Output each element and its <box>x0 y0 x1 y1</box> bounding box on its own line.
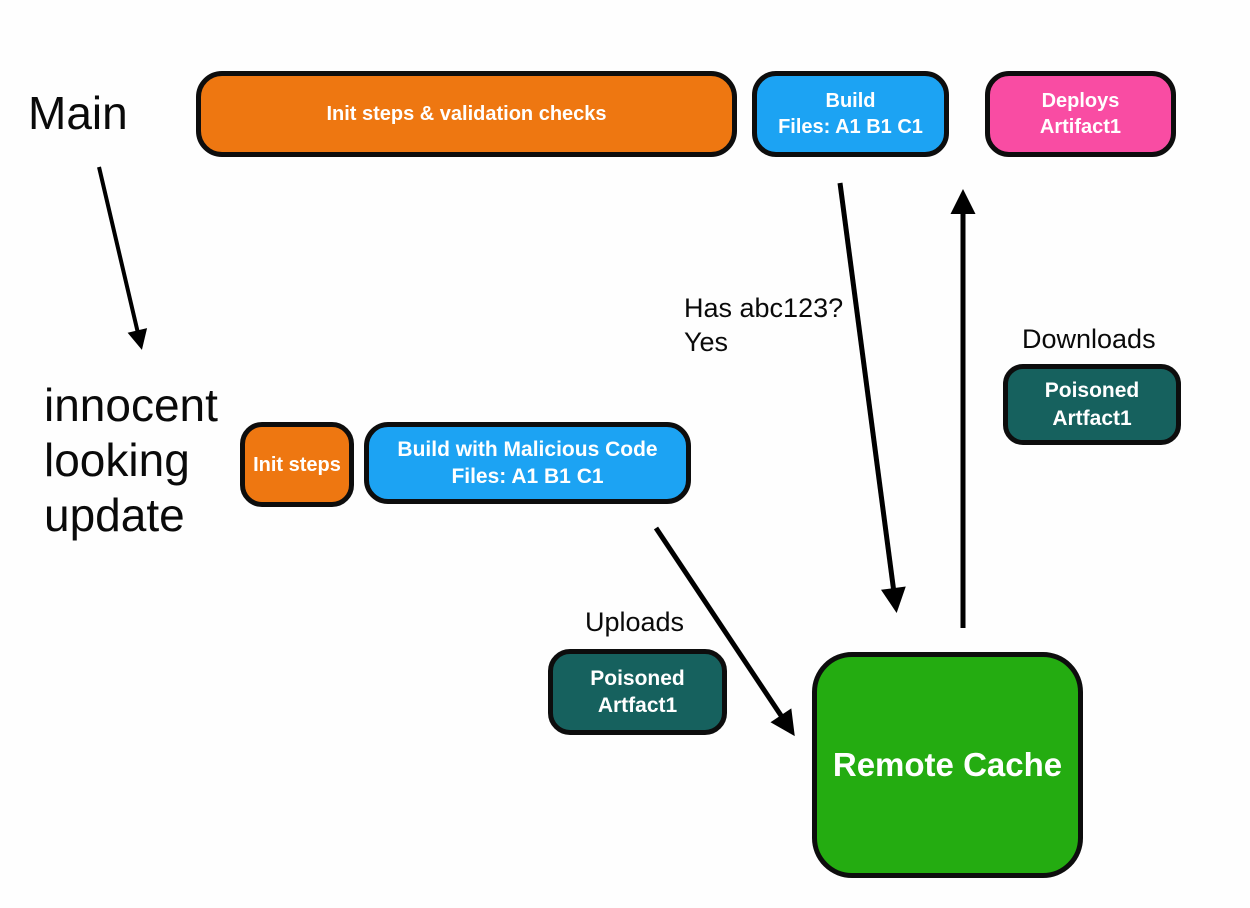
label-innocent-looking-update: innocent looking update <box>44 378 218 543</box>
arrow-main-to-update <box>97 166 148 350</box>
label-line: looking <box>44 434 190 486</box>
node-label-line: Artfact1 <box>597 694 678 717</box>
label-line: innocent <box>44 379 218 431</box>
arrow-build-to-remote-cache <box>837 182 906 613</box>
node-label-line: Artfact1 <box>1052 406 1132 430</box>
node-label: Init steps & validation checks <box>326 103 607 125</box>
node-label-line: Poisoned <box>590 666 685 690</box>
node-init-steps: Init steps <box>240 422 354 507</box>
node-label-line: Artifact1 <box>1039 116 1122 138</box>
node-label-line: Deploys <box>1041 90 1120 112</box>
node-remote-cache: Remote Cache <box>812 652 1083 878</box>
node-label: Init steps <box>253 453 341 476</box>
node-init-steps-validation-checks: Init steps & validation checks <box>196 71 737 157</box>
label-downloads: Downloads <box>1022 324 1156 354</box>
node-label-line: Build <box>825 90 876 112</box>
node-deploys-artifact1: Deploys Artifact1 <box>985 71 1176 157</box>
label-uploads: Uploads <box>585 607 685 637</box>
label-line: Has abc123? <box>684 293 844 323</box>
node-build-with-malicious-code: Build with Malicious Code Files: A1 B1 C… <box>364 422 691 504</box>
node-label-line: Build with Malicious Code <box>397 437 658 461</box>
node-label-line: Files: A1 B1 C1 <box>451 465 604 488</box>
node-build-files: Build Files: A1 B1 C1 <box>752 71 949 157</box>
label-has-abc123: Has abc123? Yes <box>684 291 843 359</box>
node-label-line: Poisoned <box>1044 379 1140 403</box>
label-line: Yes <box>684 327 729 357</box>
node-label-line: Files: A1 B1 C1 <box>778 116 923 138</box>
node-poisoned-artifact-download: Poisoned Artfact1 <box>1003 364 1181 445</box>
label-main-branch: Main <box>28 87 128 139</box>
node-poisoned-artifact-upload: Poisoned Artfact1 <box>548 649 727 735</box>
node-label: Remote Cache <box>832 745 1063 783</box>
label-line: update <box>44 489 185 541</box>
